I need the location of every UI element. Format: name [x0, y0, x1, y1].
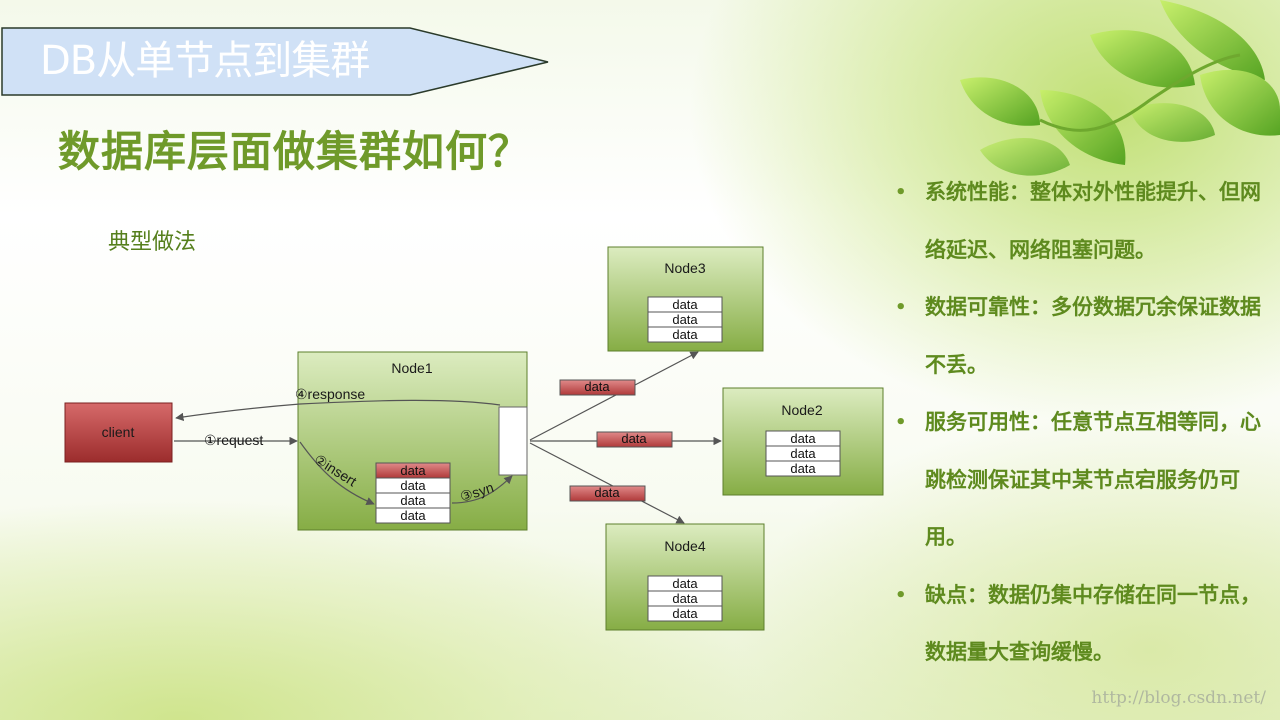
svg-text:data: data — [584, 379, 610, 394]
node3-label: Node3 — [664, 260, 705, 276]
client-label: client — [102, 424, 135, 440]
node1-row: data — [400, 508, 426, 523]
node2-row: data — [790, 461, 816, 476]
node4-label: Node4 — [664, 538, 705, 554]
node1-row: data — [400, 493, 426, 508]
node2-label: Node2 — [781, 402, 822, 418]
request-label: ①request — [204, 432, 263, 448]
node4: Node4 data data data — [605, 523, 765, 631]
node4-row: data — [672, 606, 698, 621]
title-banner — [1, 27, 549, 96]
node3-row: data — [672, 327, 698, 342]
edge-to-node4 — [529, 442, 685, 524]
node2-row: data — [790, 431, 816, 446]
node3-row: data — [672, 312, 698, 327]
edge-syn — [451, 475, 513, 504]
watermark: http://blog.csdn.net/ — [1091, 688, 1266, 708]
svg-text:data: data — [621, 431, 647, 446]
node4-row: data — [672, 576, 698, 591]
bullet-item: 缺点：数据仍集中存储在同一节点，数据量大查询缓慢。 — [895, 567, 1265, 682]
svg-text:data: data — [594, 485, 620, 500]
node3-row: data — [672, 297, 698, 312]
data-packet: data — [569, 485, 646, 502]
bullet-list: 系统性能：整体对外性能提升、但网络延迟、网络阻塞问题。 数据可靠性：多份数据冗余… — [895, 164, 1265, 682]
page-heading: 数据库层面做集群如何？ — [58, 127, 532, 176]
node3: Node3 data data data — [607, 246, 764, 352]
cluster-diagram: client Node1 data data data data Node3 d… — [64, 246, 884, 631]
sync-port — [498, 406, 528, 476]
edge-insert — [299, 441, 375, 506]
node1-row: data — [400, 478, 426, 493]
bullet-item: 系统性能：整体对外性能提升、但网络延迟、网络阻塞问题。 — [895, 164, 1265, 279]
node1-label: Node1 — [391, 360, 432, 376]
node1: Node1 data data data data — [297, 351, 528, 531]
node2: Node2 data data data — [722, 387, 884, 496]
response-label: ④response — [295, 386, 365, 402]
bullet-item: 数据可靠性：多份数据冗余保证数据不丢。 — [895, 279, 1265, 394]
slide-title: DB从单节点到集群 — [40, 38, 370, 84]
node4-row: data — [672, 591, 698, 606]
bullet-item: 服务可用性：任意节点互相等同，心跳检测保证其中某节点宕服务仍可用。 — [895, 394, 1265, 567]
data-packet: data — [596, 431, 673, 448]
node2-row: data — [790, 446, 816, 461]
node1-row: data — [400, 463, 426, 478]
edge-response — [175, 399, 501, 422]
client-node: client — [64, 402, 173, 463]
edge-to-node3 — [529, 351, 699, 441]
data-packet: data — [559, 379, 636, 396]
subheading: 典型做法 — [108, 230, 197, 255]
